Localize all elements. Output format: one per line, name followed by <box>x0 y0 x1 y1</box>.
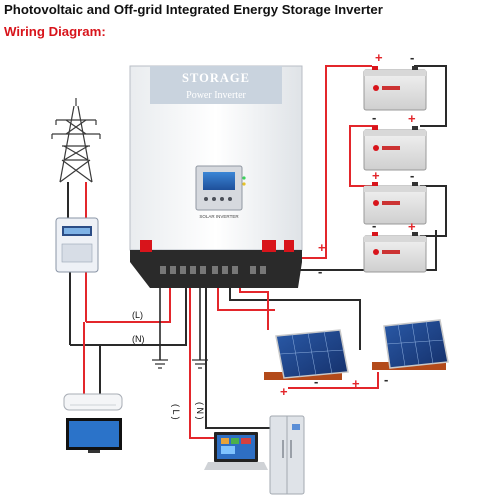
control-button-icon <box>220 197 224 201</box>
positive-terminal-label: + <box>352 376 360 391</box>
air-conditioner-icon <box>63 393 123 411</box>
inverter-model-label: SOLAR INVERTER <box>199 214 239 219</box>
battery-2 <box>363 126 427 171</box>
battery-4 <box>363 232 427 273</box>
live-wire-label: (L) <box>132 310 143 320</box>
diagram-subtitle: Wiring Diagram: <box>4 24 106 39</box>
battery-bank <box>363 66 427 273</box>
refrigerator-icon <box>269 415 305 495</box>
status-led-icon <box>242 182 246 186</box>
ground-icon <box>192 359 208 369</box>
battery-3 <box>363 182 427 225</box>
electric-meter-icon <box>55 217 99 273</box>
storage-inverter: STORAGE Power Inverter SOLAR INVERTER <box>129 65 303 288</box>
solar-panel-2 <box>372 319 449 370</box>
negative-terminal-label: - <box>384 372 388 387</box>
laptop-icon <box>204 432 268 470</box>
television-icon <box>66 418 122 453</box>
negative-terminal-label: - <box>410 168 414 183</box>
control-button-icon <box>212 197 216 201</box>
neutral-wire-label: (N) <box>132 334 145 344</box>
status-led-icon <box>242 176 246 180</box>
battery-1 <box>363 66 427 111</box>
control-button-icon <box>204 197 208 201</box>
negative-terminal-label: - <box>318 264 322 279</box>
negative-terminal-label: - <box>372 218 376 233</box>
control-button-icon <box>228 197 232 201</box>
lcd-screen <box>203 172 235 190</box>
positive-terminal-label: + <box>372 168 380 183</box>
ac-wiring <box>67 182 282 439</box>
inverter-brand-title: STORAGE <box>182 71 250 85</box>
positive-terminal-label: + <box>408 111 416 126</box>
positive-terminal-label: + <box>280 384 288 399</box>
terminal-strip <box>160 266 266 274</box>
positive-terminal-label: + <box>375 50 383 65</box>
positive-terminal-label: + <box>318 240 326 255</box>
negative-terminal-label: - <box>410 50 414 65</box>
positive-terminal-label: + <box>408 219 416 234</box>
negative-terminal-label: - <box>372 110 376 125</box>
solar-panel-1 <box>264 329 349 380</box>
live-vertical-label: ( L ) <box>171 404 181 420</box>
neutral-vertical-label: ( N ) <box>195 402 205 420</box>
inverter-brand-subtitle: Power Inverter <box>186 90 246 101</box>
negative-terminal-label: - <box>314 374 318 389</box>
diagram-title: Photovoltaic and Off-grid Integrated Ene… <box>4 2 383 17</box>
ground-icon <box>152 359 168 369</box>
power-tower-icon <box>51 98 101 183</box>
